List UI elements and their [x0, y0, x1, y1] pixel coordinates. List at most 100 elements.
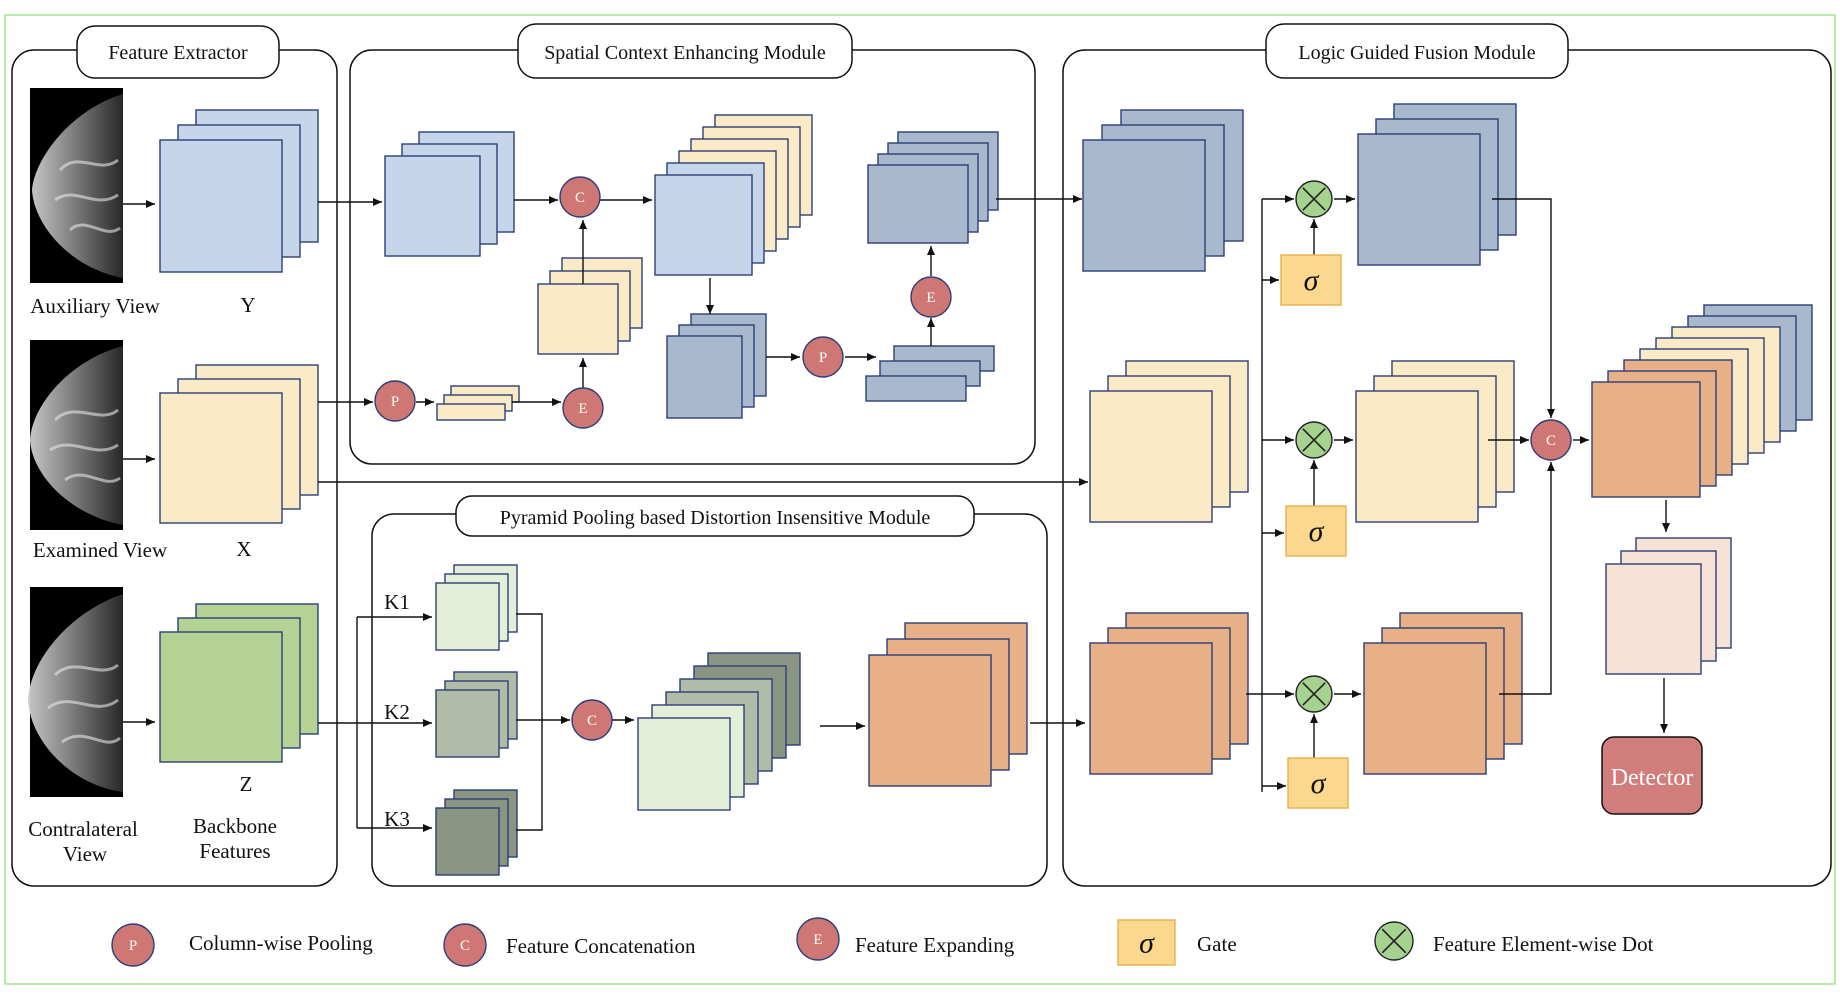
- contralateral-view-label-line2: View: [63, 842, 108, 866]
- feature-y-label: Y: [240, 293, 255, 317]
- sce-dark-stack-layer: [666, 335, 743, 419]
- backbone-label-line1: Backbone: [193, 814, 277, 838]
- svg-text:σ: σ: [1311, 767, 1327, 800]
- ppm-out-stack: [868, 622, 1028, 787]
- ppm-k2-stack: [435, 671, 518, 758]
- kernel-k1-label: K1: [384, 590, 410, 614]
- svg-text:E: E: [813, 932, 822, 948]
- examined-view-image: [30, 340, 123, 530]
- lgf-gate-top: σ: [1280, 254, 1342, 306]
- lgf-in-top: [1082, 109, 1244, 272]
- contralateral-view-label-line1: Contralateral: [28, 817, 138, 841]
- ppm-join-k1: [516, 613, 543, 719]
- sce-expanded-y-layer: [867, 164, 969, 244]
- sce-expanded-x: [537, 257, 643, 355]
- sce-concat-stack: [654, 114, 813, 276]
- contralateral-view-image: [28, 587, 123, 797]
- lgf-out-top-layer: [1357, 133, 1481, 266]
- legend-pooling-symbol: P: [111, 923, 155, 967]
- svg-text:Logic Guided Fusion Module: Logic Guided Fusion Module: [1298, 42, 1535, 64]
- ppm-join-k3: [516, 719, 543, 831]
- lgf-in-bot-layer: [1089, 642, 1213, 775]
- ppm-k2-stack-layer: [435, 689, 500, 758]
- feature-stacks: [159, 103, 1813, 876]
- svg-text:E: E: [926, 290, 935, 306]
- ppm-concat-op: C: [571, 699, 613, 741]
- svg-text:P: P: [129, 938, 137, 954]
- lgf-out-top: [1357, 103, 1517, 266]
- lgf-out-bot: [1363, 612, 1523, 775]
- svg-text:C: C: [587, 713, 597, 729]
- pyramid-pooling-title: Pyramid Pooling based Distortion Insensi…: [455, 495, 975, 537]
- lgf-dot-bot: [1295, 675, 1333, 713]
- kernel-k2-label: K2: [384, 700, 410, 724]
- sce-pool-op-y: P: [802, 336, 844, 378]
- sce-y-stack-layer: [384, 155, 481, 257]
- sce-expand-op-y: E: [910, 276, 952, 318]
- kernel-k3-label: K3: [384, 807, 410, 831]
- detector-box: Detector: [1601, 736, 1703, 815]
- legend-expand-label: Feature Expanding: [855, 933, 1015, 957]
- svg-text:E: E: [578, 401, 587, 417]
- legend-expand-symbol: E: [796, 917, 840, 961]
- arrow-bot-to-concat: [1499, 462, 1555, 695]
- legend-gate-label: Gate: [1197, 932, 1237, 956]
- lgf-fused-stack: [1591, 304, 1813, 498]
- backbone-label-line2: Features: [199, 839, 270, 863]
- logic-guided-title: Logic Guided Fusion Module: [1265, 23, 1569, 79]
- feature-z-stack-layer: [159, 631, 283, 763]
- svg-text:Pyramid Pooling based Distorti: Pyramid Pooling based Distortion Insensi…: [500, 507, 931, 529]
- svg-text:C: C: [460, 938, 470, 954]
- outer-frame: [4, 14, 1836, 985]
- ppm-k3-stack-layer: [435, 807, 500, 876]
- sce-pooled-strips-layer: [436, 403, 506, 421]
- connection-arrows: [123, 195, 1670, 832]
- feature-z-stack: [159, 603, 319, 763]
- svg-text:σ: σ: [1139, 927, 1155, 960]
- legend-gate-symbol: σ: [1117, 919, 1176, 966]
- ppm-k3-stack: [435, 789, 518, 876]
- feature-y-stack: [159, 109, 319, 273]
- feature-extractor-title: Feature Extractor: [76, 25, 280, 79]
- svg-text:σ: σ: [1309, 515, 1325, 548]
- examined-view-label: Examined View: [33, 538, 168, 562]
- lgf-dot-mid: [1295, 421, 1333, 459]
- feature-x-stack-layer: [159, 392, 283, 524]
- sce-expanded-x-layer: [537, 283, 619, 355]
- svg-text:σ: σ: [1304, 264, 1320, 297]
- sce-concat-op: C: [559, 176, 601, 218]
- ppm-out-stack-layer: [868, 654, 992, 787]
- svg-text:C: C: [575, 190, 585, 206]
- lgf-out-mid: [1355, 360, 1515, 523]
- lgf-concat-op: C: [1530, 419, 1572, 461]
- lgf-out-mid-layer: [1355, 390, 1479, 523]
- lgf-dot-top: [1295, 180, 1333, 218]
- feature-z-label: Z: [240, 772, 253, 796]
- sce-expand-op-x: E: [562, 387, 604, 429]
- svg-text:Feature Extractor: Feature Extractor: [108, 42, 248, 64]
- legend-concat-symbol: C: [443, 923, 487, 967]
- svg-text:Spatial Context Enhancing Modu: Spatial Context Enhancing Module: [544, 42, 826, 64]
- arrow-top-to-concat: [1492, 198, 1555, 418]
- ppm-k1-stack: [435, 564, 518, 651]
- ppm-concat-stack: [637, 652, 801, 811]
- sce-concat-stack-layer: [654, 174, 753, 276]
- lgf-in-mid-layer: [1089, 390, 1213, 523]
- sce-pooled-dark-layer: [865, 375, 967, 402]
- sce-dark-stack: [666, 313, 767, 419]
- sce-pooled-dark: [865, 345, 995, 402]
- lgf-gate-bot: σ: [1287, 757, 1349, 809]
- svg-text:Detector: Detector: [1611, 765, 1694, 791]
- lgf-in-top-layer: [1082, 139, 1206, 272]
- svg-text:C: C: [1546, 433, 1556, 449]
- legend-pooling-label: Column-wise Pooling: [189, 931, 373, 955]
- lgf-peach-stack-layer: [1605, 563, 1702, 675]
- sce-y-stack: [384, 131, 515, 257]
- lgf-in-bot: [1089, 612, 1249, 775]
- feature-x-stack: [159, 364, 319, 524]
- feature-y-stack-layer: [159, 139, 283, 273]
- svg-text:P: P: [819, 350, 827, 366]
